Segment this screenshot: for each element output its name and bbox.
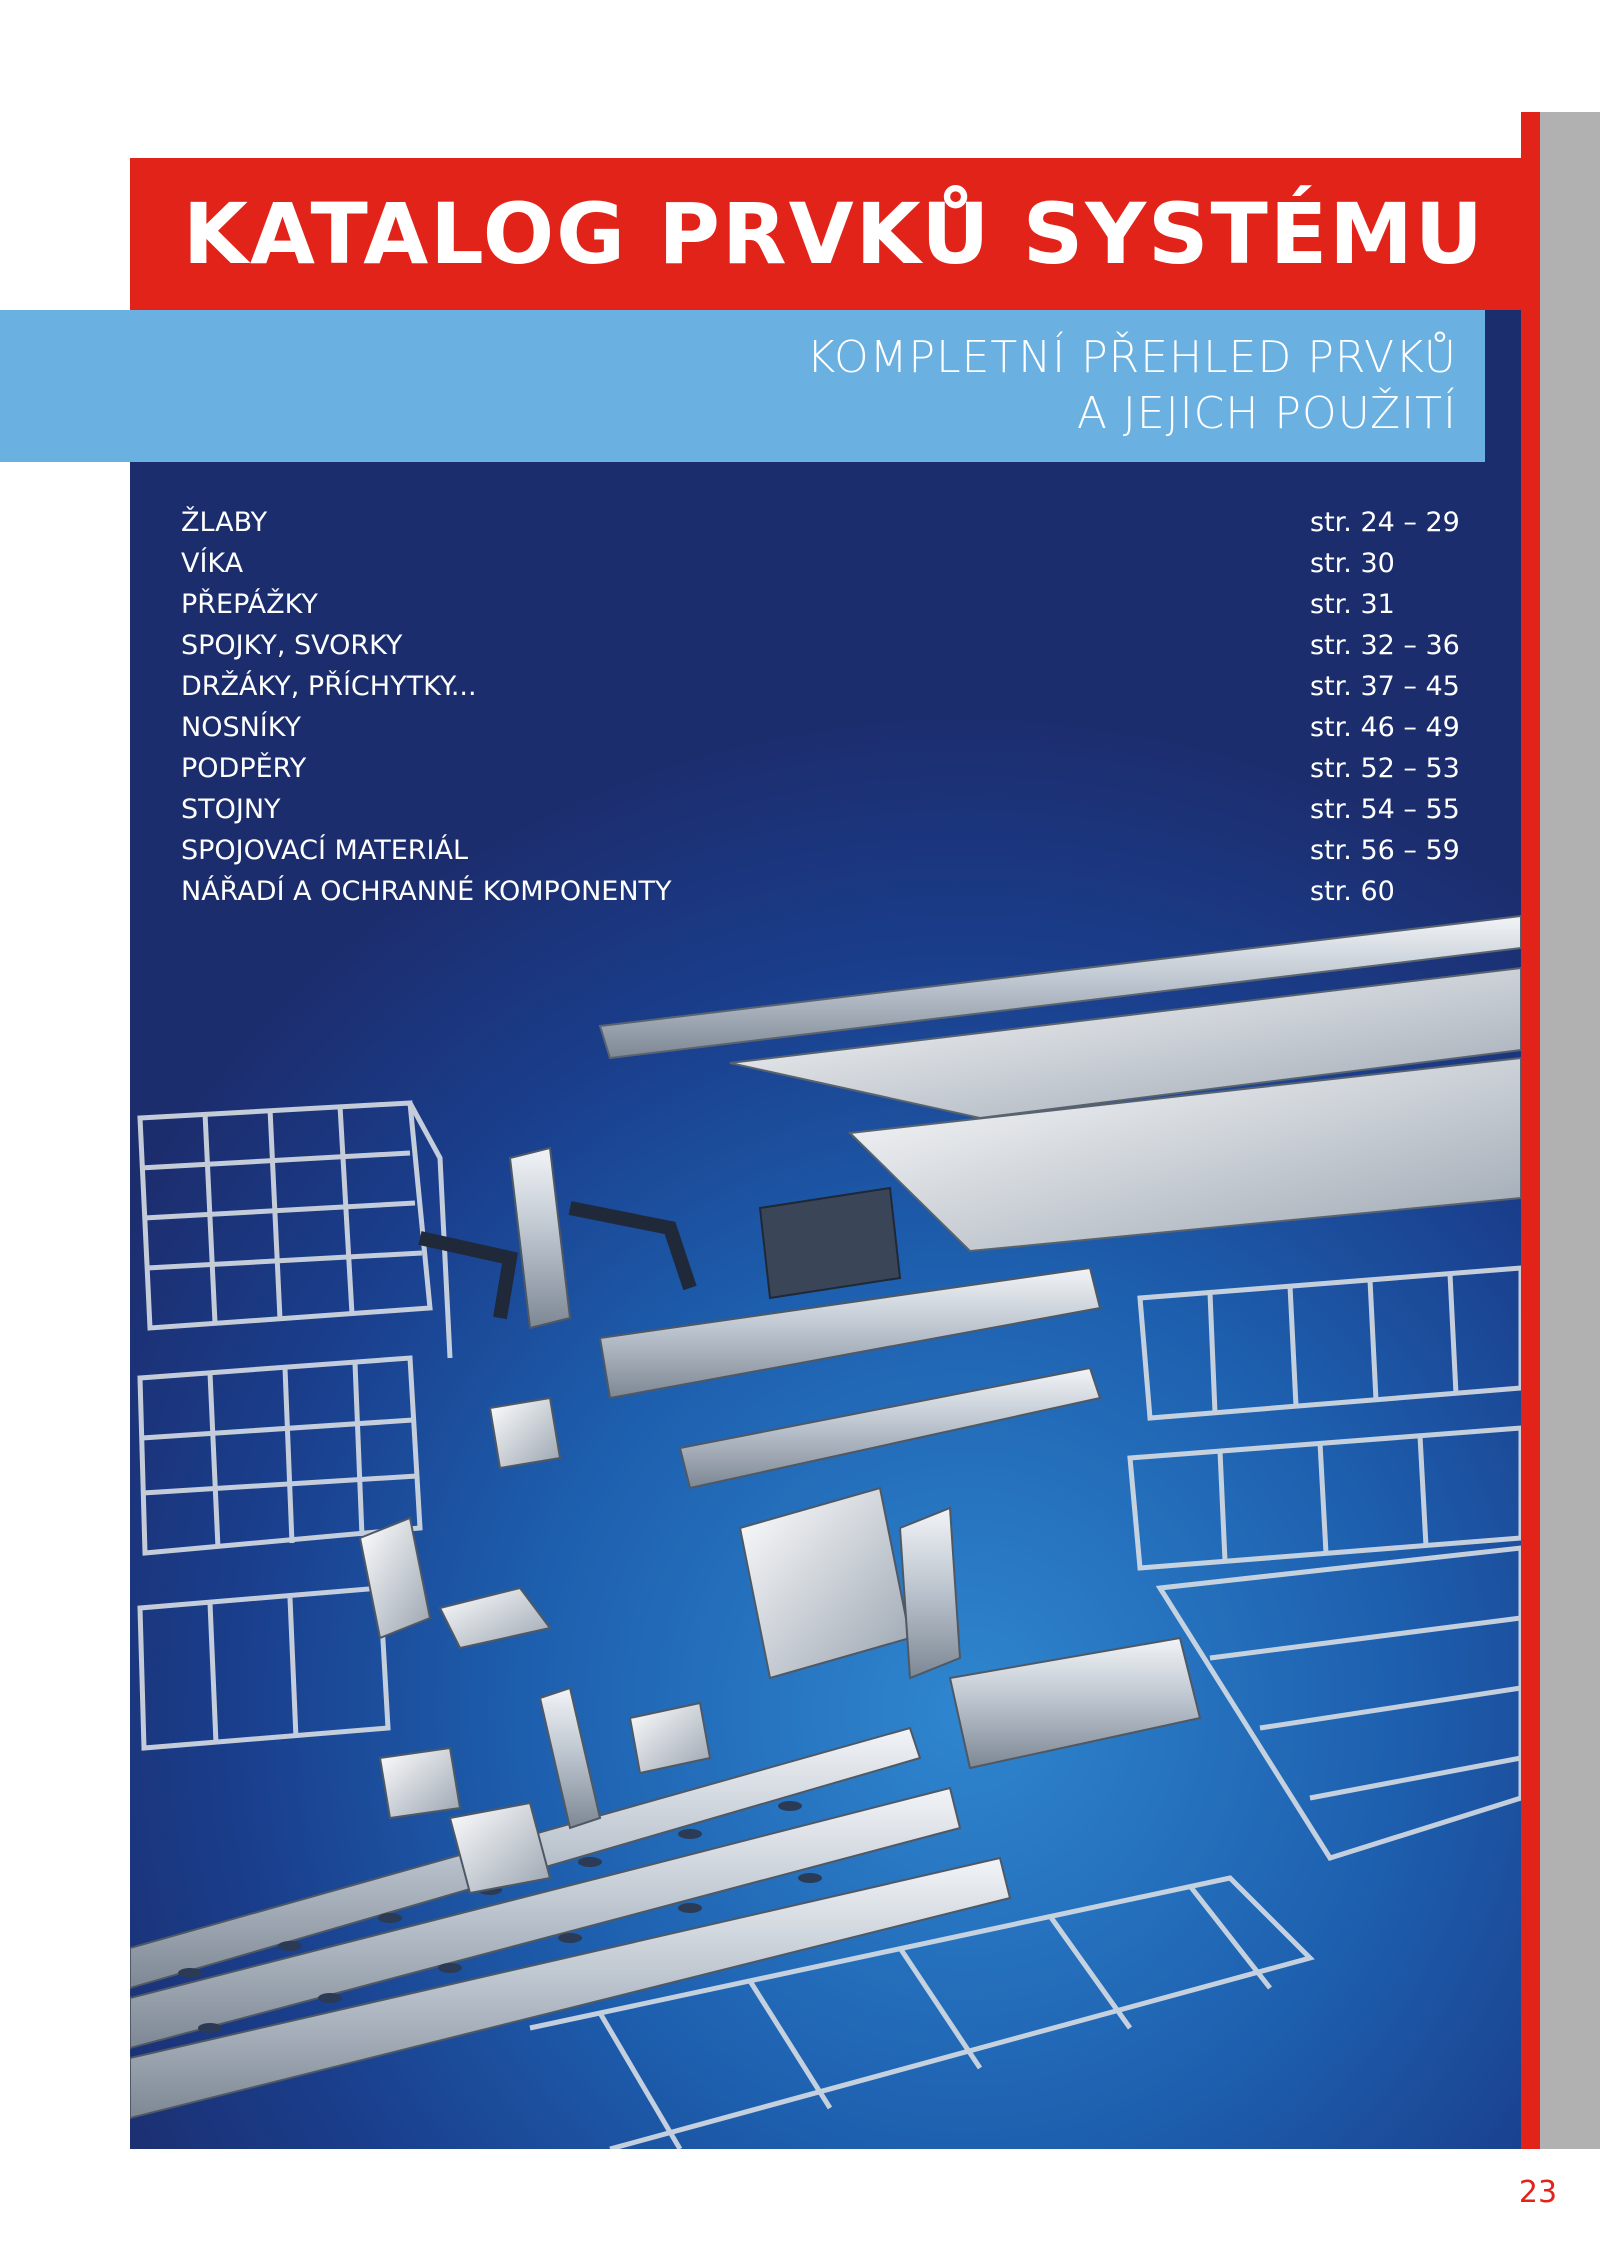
toc-item: NOSNÍKY str. 46 – 49	[181, 707, 1460, 748]
toc-item: VÍKA str. 30	[181, 543, 1456, 584]
subtitle-line-2: A JEJICH POUŽITÍ	[1076, 388, 1457, 439]
subtitle-banner: KOMPLETNÍ PŘEHLED PRVKŮ A JEJICH POUŽITÍ	[0, 310, 1485, 462]
toc-item-pages: str. 30	[1310, 548, 1395, 579]
toc-item-label: PŘEPÁŽKY	[181, 589, 318, 620]
toc-item: STOJNY str. 54 – 55	[181, 789, 1460, 830]
toc-item-pages: str. 60	[1310, 876, 1395, 907]
toc-item-label: DRŽÁKY, PŘÍCHYTKY...	[181, 671, 477, 702]
page-title: KATALOG PRVKŮ SYSTÉMU	[182, 185, 1485, 283]
side-red-strip	[1521, 112, 1540, 2149]
table-of-contents: ŽLABY str. 24 – 29 VÍKA str. 30 PŘEPÁŽKY…	[181, 502, 1460, 912]
toc-item-pages: str. 37 – 45	[1310, 671, 1460, 702]
toc-item-label: ŽLABY	[181, 507, 268, 538]
subtitle-line-1: KOMPLETNÍ PŘEHLED PRVKŮ	[806, 332, 1457, 383]
toc-item-label: VÍKA	[181, 548, 244, 579]
toc-item: PODPĚRY str. 52 – 53	[181, 748, 1460, 789]
toc-item: SPOJKY, SVORKY str. 32 – 36	[181, 625, 1460, 666]
product-photo	[130, 158, 1521, 2149]
toc-item: NÁŘADÍ A OCHRANNÉ KOMPONENTY str. 60	[181, 871, 1456, 912]
toc-item: SPOJOVACÍ MATERIÁL str. 56 – 59	[181, 830, 1460, 871]
toc-item-pages: str. 32 – 36	[1310, 630, 1460, 661]
toc-item-pages: str. 52 – 53	[1310, 753, 1460, 784]
toc-item: PŘEPÁŽKY str. 31	[181, 584, 1456, 625]
toc-item-label: SPOJKY, SVORKY	[181, 630, 403, 661]
toc-item-pages: str. 24 – 29	[1310, 507, 1460, 538]
cable-tray-illustration	[130, 914, 1521, 2149]
toc-item: ŽLABY str. 24 – 29	[181, 502, 1460, 543]
side-gray-strip	[1540, 112, 1600, 2149]
toc-item-label: NÁŘADÍ A OCHRANNÉ KOMPONENTY	[181, 876, 672, 907]
toc-item-pages: str. 54 – 55	[1310, 794, 1460, 825]
toc-item: DRŽÁKY, PŘÍCHYTKY... str. 37 – 45	[181, 666, 1460, 707]
title-banner: KATALOG PRVKŮ SYSTÉMU	[130, 158, 1521, 310]
toc-item-label: STOJNY	[181, 794, 281, 825]
toc-item-label: NOSNÍKY	[181, 712, 301, 743]
toc-item-label: SPOJOVACÍ MATERIÁL	[181, 835, 469, 866]
toc-item-pages: str. 46 – 49	[1310, 712, 1460, 743]
page-number: 23	[1518, 2175, 1558, 2210]
toc-item-label: PODPĚRY	[181, 753, 307, 784]
toc-item-pages: str. 56 – 59	[1310, 835, 1460, 866]
toc-item-pages: str. 31	[1310, 589, 1395, 620]
